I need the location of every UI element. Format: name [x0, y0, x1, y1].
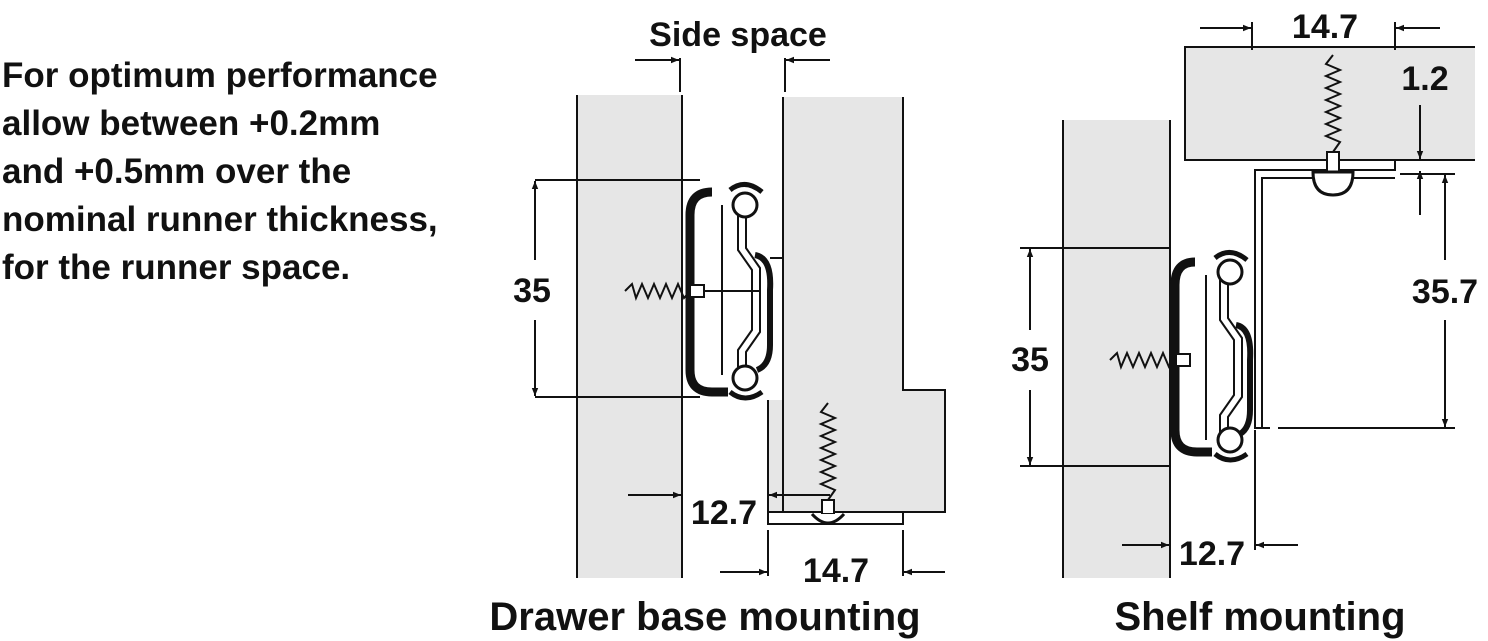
screw-horizontal-icon — [624, 281, 760, 301]
shelf-diagram: 14.7 1.2 35.7 35 12.7 Shelf mounting — [1011, 8, 1478, 639]
cabinet-side-panel — [577, 95, 682, 578]
height-dimension: 35 — [513, 272, 551, 310]
runner-base-plate — [767, 512, 904, 525]
screw-head-icon — [1216, 426, 1244, 454]
note-line: For optimum performance — [2, 56, 438, 95]
runner-bracket — [1254, 160, 1396, 429]
top-dimension: 14.7 — [1292, 8, 1358, 46]
drawer-base-title: Drawer base mounting — [489, 595, 920, 639]
runner-space-note: For optimum performance allow between +0… — [2, 52, 438, 292]
base-dimension: 14.7 — [803, 552, 869, 590]
screw-vertical-icon — [810, 402, 846, 525]
drawer-side-panel — [768, 97, 945, 512]
runner-bracket-inner — [1261, 177, 1395, 428]
note-line: allow between +0.2mm — [2, 104, 381, 143]
note-line: and +0.5mm over the — [2, 152, 352, 191]
height-dimension: 35 — [1011, 341, 1049, 379]
note-line: for the runner space. — [2, 248, 351, 287]
screw-vertical-icon — [1311, 54, 1355, 197]
cabinet-side-panel — [1063, 120, 1170, 578]
screw-head-icon — [731, 364, 759, 392]
right-height-dimension: 35.7 — [1412, 273, 1478, 311]
gap-dimension: 1.2 — [1401, 60, 1448, 98]
shelf-title: Shelf mounting — [1114, 595, 1405, 639]
runner-profile — [1170, 250, 1254, 463]
drawer-base-diagram: Side space 35 12.7 14.7 Drawer base moun… — [489, 16, 946, 639]
side-dimension: 12.7 — [1179, 535, 1245, 573]
side-space-label: Side space — [649, 16, 827, 54]
runner-profile — [685, 182, 774, 401]
side-dimension: 12.7 — [691, 494, 757, 532]
drawer-outline — [767, 97, 946, 513]
screw-head-icon — [1216, 258, 1244, 286]
note-line: nominal runner thickness, — [2, 200, 438, 239]
screw-horizontal-icon — [1109, 350, 1191, 370]
screw-head-icon — [731, 191, 759, 219]
